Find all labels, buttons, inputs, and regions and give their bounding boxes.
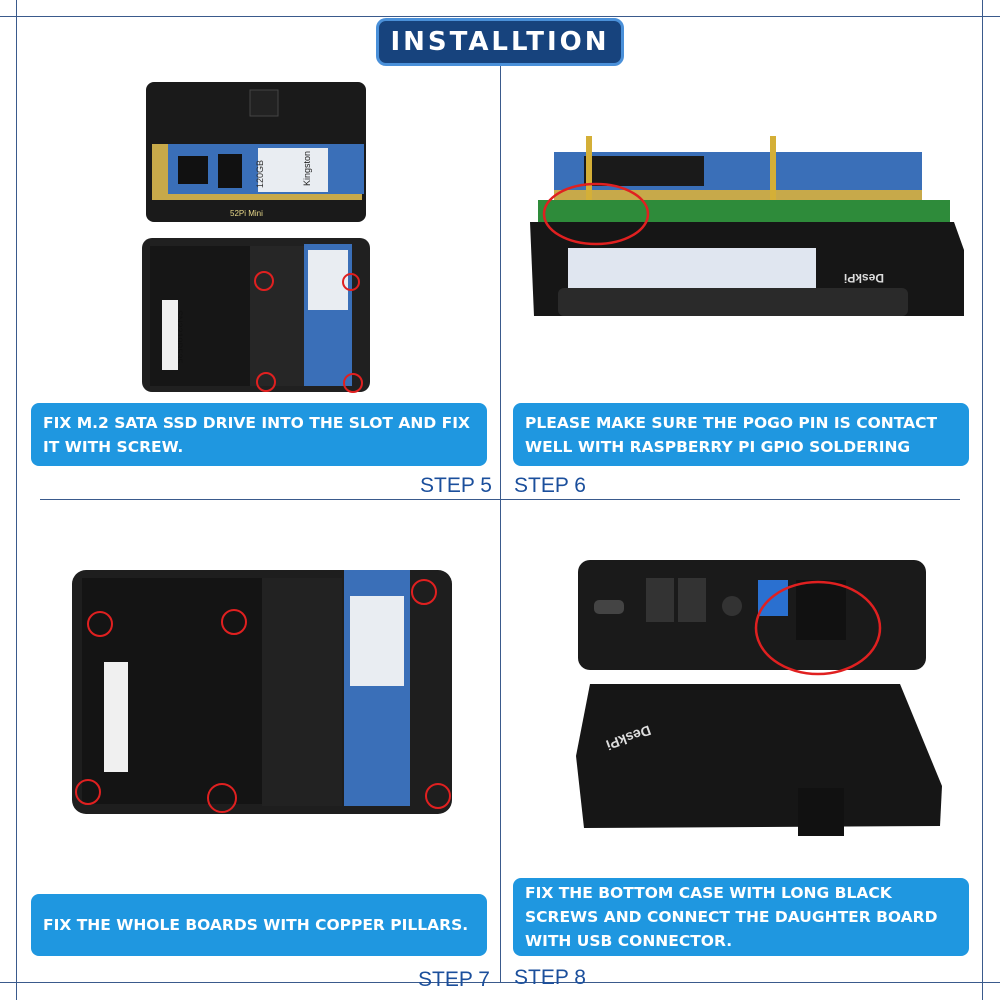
frame-bottom-line <box>0 982 1000 983</box>
board-name-label: 52Pi Mini <box>230 209 263 218</box>
center-vertical-divider <box>500 66 501 982</box>
step7-caption: FIX THE WHOLE BOARDS WITH COPPER PILLARS… <box>31 894 487 956</box>
step8-caption: FIX THE BOTTOM CASE WITH LONG BLACK SCRE… <box>513 878 969 956</box>
step5-caption: FIX M.2 SATA SSD DRIVE INTO THE SLOT AND… <box>31 403 487 466</box>
step7-photo <box>66 566 458 818</box>
frame-top-line <box>0 16 1000 17</box>
center-horizontal-divider <box>40 499 960 500</box>
serial-label: SN2219B535 <box>174 310 184 364</box>
step8-label: STEP 8 <box>514 966 586 989</box>
step5-label: STEP 5 <box>420 474 492 497</box>
step6-label: STEP 6 <box>514 474 586 497</box>
frame-right-line <box>982 0 983 1000</box>
step5-photo: 120GB Kingston 52Pi Mini SN2219B535 <box>138 78 374 396</box>
frame-left-line <box>16 0 17 1000</box>
ssd-brand-label: Kingston <box>302 151 312 186</box>
page-title: INSTALLTION <box>376 18 624 66</box>
ssd-capacity-label: 120GB <box>255 160 265 188</box>
case-brand-label: DeskPi <box>844 271 884 285</box>
step6-photo: DeskPi <box>524 132 970 324</box>
step7-label: STEP 7 <box>418 968 490 991</box>
step6-caption: PLEASE MAKE SURE THE POGO PIN IS CONTACT… <box>513 403 969 466</box>
step8-photo: DeskPi <box>570 556 950 852</box>
